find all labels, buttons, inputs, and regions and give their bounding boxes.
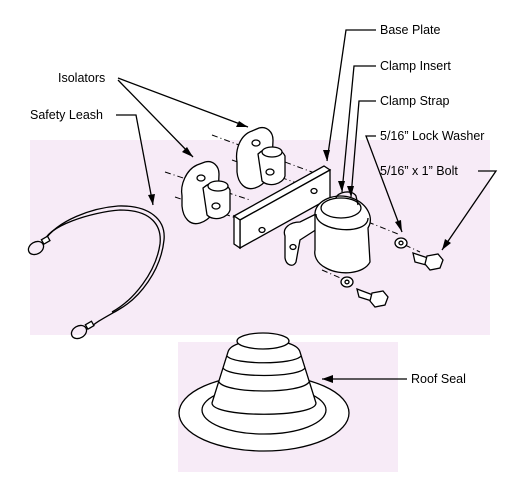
roof-seal-step-1	[218, 381, 310, 392]
roof-seal-step-2	[222, 367, 306, 377]
isolator-lower-hole	[196, 174, 206, 182]
roof-seal-top-opening	[236, 332, 290, 350]
arrowhead-clamp-insert	[338, 181, 345, 192]
safety-leash-ferrule-top	[40, 235, 51, 245]
roof-seal	[178, 332, 350, 452]
bolt-lower-head	[369, 290, 389, 308]
arrowhead-bolt	[442, 239, 451, 250]
lock-washers	[340, 237, 408, 288]
bolts	[356, 252, 444, 308]
safety-leash-ferrule-bottom	[84, 320, 95, 330]
isolator-lower	[180, 160, 231, 225]
safety-leash-cable-inner	[43, 209, 161, 313]
alignment-line-lower-bolt	[321, 269, 346, 281]
clamp-assembly	[283, 191, 371, 274]
isolator-lower-stud	[211, 202, 221, 210]
isolator-upper-top	[261, 146, 283, 158]
clamp-insert-top	[335, 191, 359, 206]
callout-line-safety-leash	[116, 114, 154, 206]
clamp-strap-flange-hole	[289, 243, 297, 251]
safety-leash-loop-bottom	[70, 324, 88, 340]
isolator-upper	[235, 126, 286, 190]
bolt-right-head	[424, 253, 444, 271]
arrowhead-base-plate	[323, 150, 330, 161]
arrowhead-clamp-strap	[347, 186, 354, 197]
roof-seal-cone	[211, 339, 317, 415]
isolator-lower-top	[207, 180, 229, 192]
clamp-insert-ring	[320, 197, 362, 219]
alignment-line-washer	[367, 221, 399, 235]
callout-line-base-plate	[326, 29, 376, 162]
callout-line-bolt	[441, 170, 498, 251]
isolator-upper-stud	[265, 168, 275, 176]
label-lock-washer: 5/16” Lock Washer	[380, 129, 484, 143]
clamp-strap-rim	[315, 213, 369, 231]
lock-washer-lower-hole	[344, 279, 350, 285]
base-plate-hole-right	[310, 187, 318, 195]
callout-line-lock-washer	[365, 135, 403, 233]
alignment-line-bolt	[404, 244, 421, 253]
callout-line-isolator-lower	[117, 79, 194, 158]
label-safety-leash: Safety Leash	[30, 108, 103, 122]
isolator-upper-hole	[251, 139, 261, 147]
safety-leash-loop-top	[27, 240, 45, 256]
arrowhead-isolator-lower	[182, 147, 193, 157]
label-base-plate: Base Plate	[380, 23, 441, 37]
label-clamp-strap: Clamp Strap	[380, 94, 450, 108]
arrowhead-isolator-upper	[236, 121, 248, 127]
label-bolt: 5/16” x 1” Bolt	[380, 164, 458, 178]
arrowhead-safety-leash	[148, 194, 155, 205]
safety-leash-cable	[43, 205, 165, 329]
arrowhead-roof-seal	[322, 375, 333, 383]
base-plate	[232, 165, 332, 250]
arrowheads	[148, 121, 451, 383]
label-isolators: Isolators	[58, 71, 105, 85]
callout-line-clamp-strap	[350, 100, 376, 198]
arrowhead-lock-washer	[395, 220, 402, 232]
part-labels: Base Plate Clamp Insert Clamp Strap 5/16…	[30, 23, 484, 386]
label-roof-seal: Roof Seal	[411, 372, 466, 386]
base-plate-side	[233, 214, 241, 250]
callout-lines	[116, 29, 498, 380]
lock-washer-right-hole	[398, 240, 404, 246]
base-plate-hole-left	[258, 226, 266, 234]
label-clamp-insert: Clamp Insert	[380, 59, 451, 73]
roof-seal-step-3	[226, 355, 302, 364]
safety-leash	[27, 205, 165, 340]
callout-line-isolator-upper	[117, 77, 249, 128]
callout-line-clamp-insert	[341, 65, 376, 193]
